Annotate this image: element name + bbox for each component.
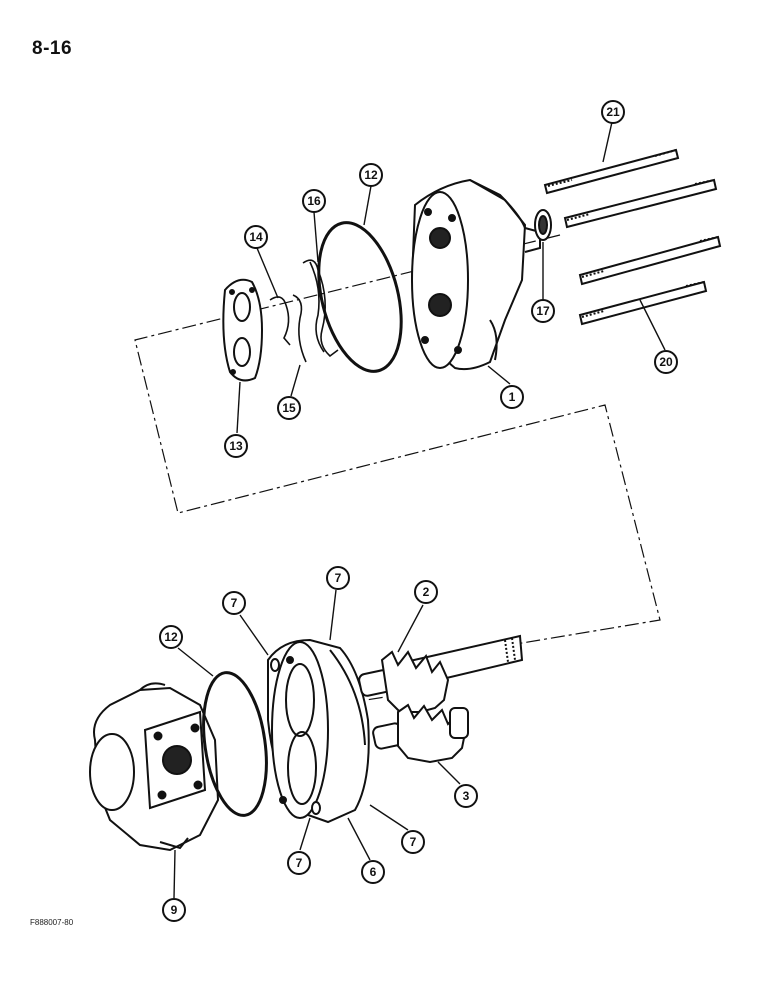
callout-13: 13: [224, 434, 248, 458]
callout-15-label: 15: [282, 401, 296, 415]
part-15-protector-gasket: [292, 294, 307, 363]
callout-1-label: 1: [509, 390, 516, 404]
callout-20: 20: [654, 350, 678, 374]
part-20-short-stud: [578, 235, 722, 286]
part-17-shaft-seal: [534, 209, 552, 241]
part-1-rear-cover: [410, 178, 541, 371]
callout-14-label: 14: [249, 230, 263, 244]
callout-16: 16: [302, 189, 326, 213]
callout-7-b-label: 7: [335, 571, 342, 585]
callout-12-bottom: 12: [159, 625, 183, 649]
assembly-centerline: [134, 234, 661, 716]
part-9-front-cover: [89, 682, 220, 852]
callout-7-d: 7: [287, 851, 311, 875]
part-20-short-stud-2: [578, 280, 708, 326]
part-14-back-up-gasket: [269, 296, 291, 346]
callout-14: 14: [244, 225, 268, 249]
callout-2-label: 2: [423, 585, 430, 599]
callout-6: 6: [361, 860, 385, 884]
callout-7-a: 7: [222, 591, 246, 615]
callout-7-d-label: 7: [296, 856, 303, 870]
callout-20-label: 20: [659, 355, 673, 369]
callout-3: 3: [454, 784, 478, 808]
callout-21: 21: [601, 100, 625, 124]
part-2-drive-gear: [358, 634, 524, 713]
callout-7-c-label: 7: [410, 835, 417, 849]
callout-15: 15: [277, 396, 301, 420]
page-number: 8-16: [32, 38, 73, 59]
callout-7-a-label: 7: [231, 596, 238, 610]
callout-13-label: 13: [229, 439, 243, 453]
part-21-long-stud: [543, 148, 680, 195]
leader-lines: [173, 121, 666, 899]
part-6-gear-housing: [267, 638, 370, 824]
callout-17-label: 17: [536, 304, 550, 318]
callout-21-label: 21: [606, 105, 620, 119]
part-3-driven-gear: [372, 703, 469, 764]
callout-7-b: 7: [326, 566, 350, 590]
part-12-o-ring-bottom: [202, 671, 268, 817]
callout-17: 17: [531, 299, 555, 323]
callout-12-bottom-label: 12: [164, 630, 178, 644]
callout-6-label: 6: [370, 865, 377, 879]
callout-9-label: 9: [171, 903, 178, 917]
part-12-o-ring-top: [317, 221, 403, 373]
callout-16-label: 16: [307, 194, 321, 208]
part-21-long-stud-2: [563, 178, 718, 229]
callout-1: 1: [500, 385, 524, 409]
figure-code: F888007-80: [30, 918, 74, 927]
callout-9: 9: [162, 898, 186, 922]
callout-12-top-label: 12: [364, 168, 378, 182]
callout-7-c: 7: [401, 830, 425, 854]
callout-12-top: 12: [359, 163, 383, 187]
callout-3-label: 3: [463, 789, 470, 803]
callout-2: 2: [414, 580, 438, 604]
part-16-seal: [302, 259, 339, 358]
part-13-thrust-plate: [222, 278, 264, 382]
